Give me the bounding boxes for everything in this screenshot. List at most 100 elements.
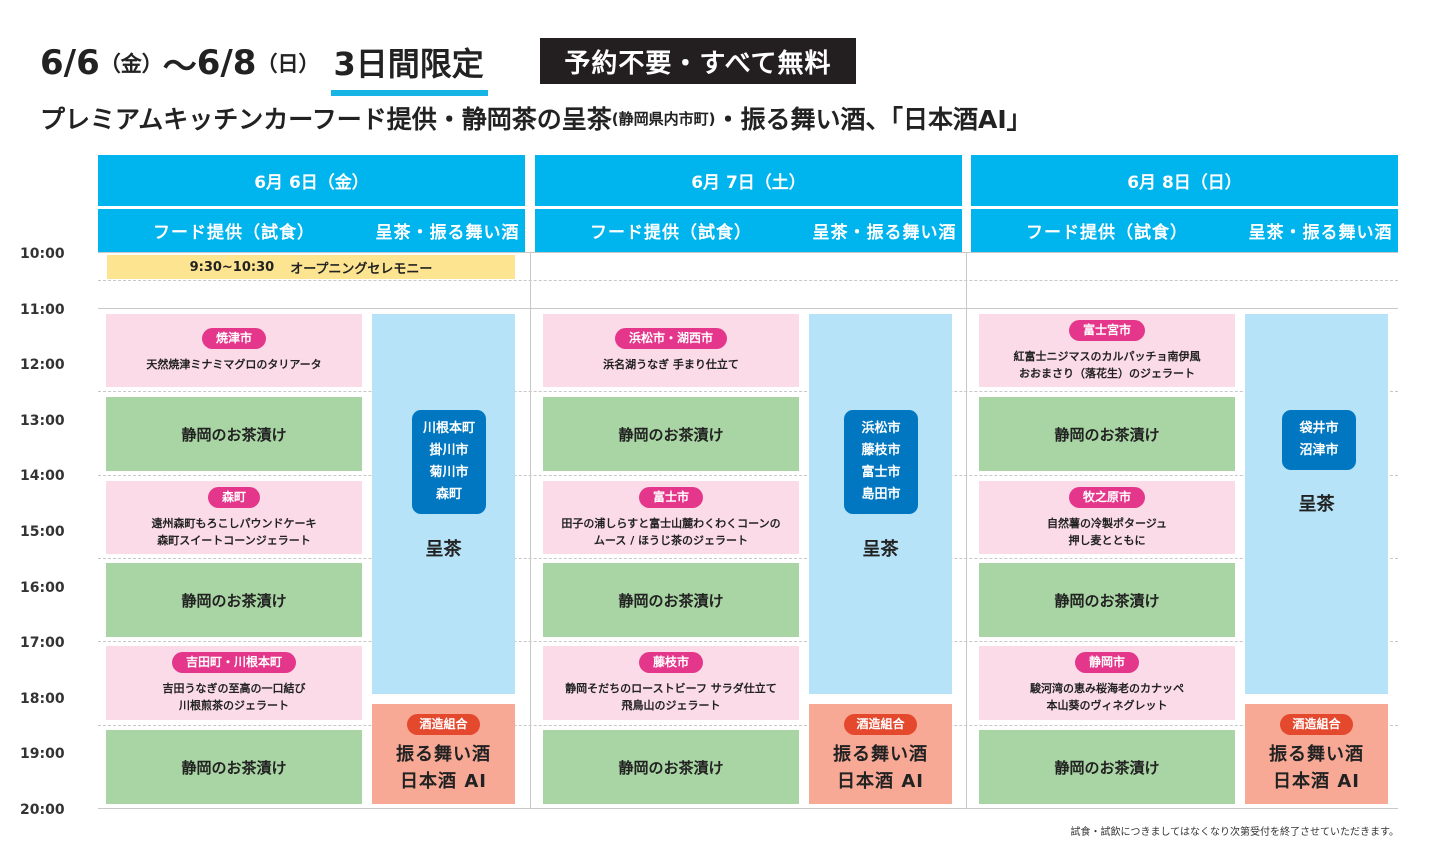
sake-ai-label: 日本酒 AI	[837, 770, 924, 792]
time-label: 14:00	[20, 468, 65, 484]
grid-line	[98, 308, 1398, 309]
opening-label: オープニングセレモニー	[290, 261, 433, 277]
end-weekday: （日）	[256, 52, 320, 76]
sake-label: 振る舞い酒	[1269, 743, 1364, 765]
tea-city: 富士市	[861, 465, 901, 480]
city-tag: 牧之原市	[1068, 486, 1145, 508]
tea-city: 藤枝市	[861, 443, 901, 458]
time-label: 16:00	[20, 580, 65, 596]
food-column-header: フード提供（試食）	[535, 209, 807, 252]
city-tag: 静岡市	[1074, 652, 1139, 673]
food-slot: 吉田町・川根本町 吉田うなぎの至高の一口結び 川根煎茶のジェラート	[106, 646, 362, 720]
time-label: 10:00	[20, 246, 65, 262]
brewery-block: 酒造組合 振る舞い酒 日本酒 AI	[1245, 704, 1388, 804]
food-description: おおまさり（落花生）のジェラート	[1019, 366, 1195, 380]
food-description: 遠州森町もろこしパウンドケーキ	[151, 516, 317, 530]
tilde: 〜	[162, 46, 197, 87]
ochazuke-slot: 静岡のお茶漬け	[106, 397, 362, 471]
day-header-2: 6月 7日（土）	[535, 155, 962, 206]
time-label: 13:00	[20, 413, 65, 429]
tea-city: 沼津市	[1299, 443, 1339, 458]
city-tag: 焼津市	[201, 328, 266, 349]
tea-city: 島田市	[861, 487, 901, 502]
grid-line	[98, 475, 1398, 476]
food-slot: 静岡市 駿河湾の恵み桜海老のカナッペ 本山葵のヴィネグレット	[979, 646, 1235, 720]
tea-label: 呈茶	[862, 539, 899, 560]
tea-column-header: 呈茶・振る舞い酒	[807, 209, 962, 252]
sake-ai-label: 日本酒 AI	[1273, 770, 1360, 792]
food-description: 静岡そだちのローストビーフ サラダ仕立て	[565, 682, 777, 695]
tea-city: 袋井市	[1299, 421, 1339, 436]
opening-time: 9:30~10:30	[189, 259, 275, 275]
brewery-tag: 酒造組合	[844, 713, 917, 735]
food-slot: 富士市 田子の浦しらすと富士山麓わくわくコーンの ムース / ほうじ茶のジェラー…	[543, 481, 799, 554]
grid-line	[98, 641, 1398, 642]
food-description: 田子の浦しらすと富士山麓わくわくコーンの	[561, 516, 781, 530]
tea-city: 菊川市	[429, 465, 469, 480]
food-description: 本山葵のヴィネグレット	[1046, 699, 1168, 712]
brewery-tag: 酒造組合	[1280, 713, 1353, 735]
sake-label: 振る舞い酒	[833, 743, 928, 765]
subtitle: プレミアムキッチンカーフード提供・静岡茶の呈茶 (静岡県内市町) ・振る舞い酒、…	[40, 98, 1032, 138]
ochazuke-slot: 静岡のお茶漬け	[979, 563, 1235, 637]
tea-column-header: 呈茶・振る舞い酒	[370, 209, 525, 252]
ochazuke-slot: 静岡のお茶漬け	[543, 563, 799, 637]
subtitle-sake: ・振る舞い酒、「日本酒AI」	[715, 105, 1032, 134]
time-label: 20:00	[20, 802, 65, 818]
city-tag: 富士市	[638, 486, 703, 508]
food-slot: 焼津市 天然焼津ミナミマグロのタリアータ	[106, 314, 362, 387]
tea-city: 森町	[435, 487, 462, 502]
food-description: 川根煎茶のジェラート	[179, 699, 289, 712]
food-description: 天然焼津ミナミマグロのタリアータ	[146, 358, 322, 371]
tea-city: 掛川市	[429, 443, 469, 458]
start-weekday: （金）	[99, 52, 163, 76]
day-divider	[530, 252, 531, 808]
food-description: 押し麦とともに	[1068, 533, 1146, 547]
food-description: 森町スイートコーンジェラート	[157, 533, 311, 547]
food-slot: 浜松市・湖西市 浜名湖うなぎ 手まり仕立て	[543, 314, 799, 387]
brewery-tag: 酒造組合	[407, 713, 480, 735]
food-description: ムース / ほうじ茶のジェラート	[593, 533, 749, 547]
food-description: 飛鳥山のジェラート	[621, 699, 721, 712]
city-tag: 浜松市・湖西市	[614, 328, 727, 349]
ochazuke-slot: 静岡のお茶漬け	[979, 397, 1235, 471]
day-header-3: 6月 8日（日）	[971, 155, 1398, 206]
event-title: 6/6 （金） 〜 6/8 （日） 3日間限定	[40, 38, 489, 96]
sake-label: 振る舞い酒	[396, 743, 491, 765]
tea-label: 呈茶	[1298, 494, 1335, 515]
tea-column-header: 呈茶・振る舞い酒	[1243, 209, 1398, 252]
food-description: 駿河湾の恵み桜海老のカナッペ	[1030, 682, 1184, 695]
brewery-block: 酒造組合 振る舞い酒 日本酒 AI	[372, 704, 515, 804]
time-label: 18:00	[20, 691, 65, 707]
end-date: 6/8	[196, 43, 257, 83]
grid-line	[98, 391, 1398, 392]
day-header-1: 6月 6日（金）	[98, 155, 525, 206]
city-tag: 富士宮市	[1068, 319, 1145, 341]
food-description: 自然薯の冷製ポタージュ	[1046, 516, 1167, 530]
free-badge: 予約不要・すべて無料	[540, 38, 856, 84]
ochazuke-slot: 静岡のお茶漬け	[543, 397, 799, 471]
tea-cities-box: 浜松市 藤枝市 富士市 島田市	[844, 410, 918, 514]
time-label: 11:00	[20, 302, 65, 318]
grid-line	[98, 558, 1398, 559]
limited-label: 3日間限定	[331, 39, 489, 96]
tea-service-block	[1245, 314, 1388, 694]
city-tag: 藤枝市	[638, 652, 703, 673]
subtitle-location: (静岡県内市町)	[611, 109, 716, 128]
food-description: 吉田うなぎの至高の一口結び	[162, 682, 306, 695]
time-label: 17:00	[20, 635, 65, 651]
food-description: 紅富士ニジマスのカルパッチョ南伊風	[1013, 349, 1201, 363]
brewery-block: 酒造組合 振る舞い酒 日本酒 AI	[809, 704, 952, 804]
city-tag: 吉田町・川根本町	[171, 652, 296, 673]
ochazuke-slot: 静岡のお茶漬け	[106, 563, 362, 637]
tea-cities-box: 川根本町 掛川市 菊川市 森町	[412, 410, 486, 514]
ochazuke-slot: 静岡のお茶漬け	[979, 730, 1235, 804]
tea-city: 浜松市	[861, 421, 901, 436]
day-divider	[966, 252, 967, 808]
grid-line	[98, 808, 1398, 809]
grid-line	[98, 725, 1398, 726]
ochazuke-slot: 静岡のお茶漬け	[106, 730, 362, 804]
subtitle-main: プレミアムキッチンカーフード提供・静岡茶の呈茶	[40, 105, 612, 134]
food-column-header: フード提供（試食）	[971, 209, 1243, 252]
opening-ceremony: 9:30~10:30 オープニングセレモニー	[107, 255, 515, 279]
